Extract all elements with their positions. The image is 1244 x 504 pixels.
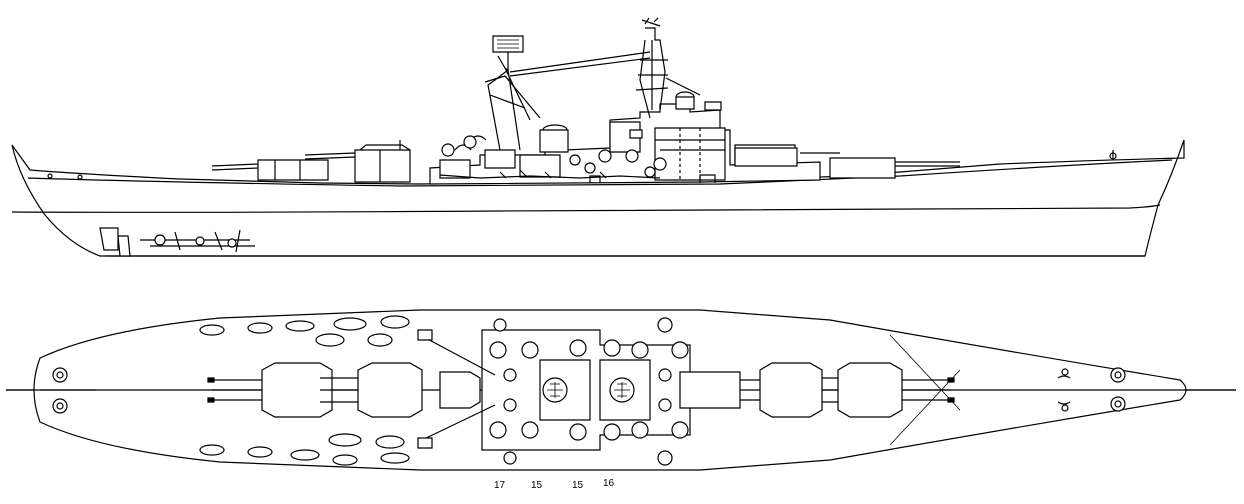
plan-callout-label: 16 <box>603 478 615 489</box>
side-hull <box>12 140 1184 256</box>
plan-aa-mounts <box>490 318 688 465</box>
side-sheer-line <box>28 160 1172 186</box>
side-fore-turret-2 <box>800 153 960 178</box>
plan-view: 17 15 15 16 <box>6 310 1236 491</box>
plan-deck-boats <box>200 316 409 465</box>
side-superstructure <box>430 92 820 184</box>
plan-callout-label: 15 <box>531 480 543 491</box>
plan-aft-turret-1 <box>208 363 332 417</box>
plan-stern-bitts <box>40 368 95 413</box>
side-waterline <box>12 205 1160 212</box>
side-fore-turret-1 <box>735 148 797 166</box>
side-aft-turret-2 <box>305 145 410 182</box>
side-profile-view <box>12 18 1184 256</box>
plan-bow-fittings <box>890 335 1125 445</box>
side-deck-fittings <box>48 140 1116 183</box>
plan-callout-label: 17 <box>494 480 506 491</box>
side-masts <box>485 18 700 150</box>
plan-callout-label: 15 <box>572 480 584 491</box>
plan-callouts: 17 15 15 16 <box>494 478 615 491</box>
side-aft-turret-1 <box>212 160 328 180</box>
stern-screws-rudder <box>100 228 255 256</box>
plan-superstructure <box>418 330 760 450</box>
plan-fore-turret-2 <box>838 363 954 417</box>
plan-aft-turret-2 <box>320 363 422 417</box>
